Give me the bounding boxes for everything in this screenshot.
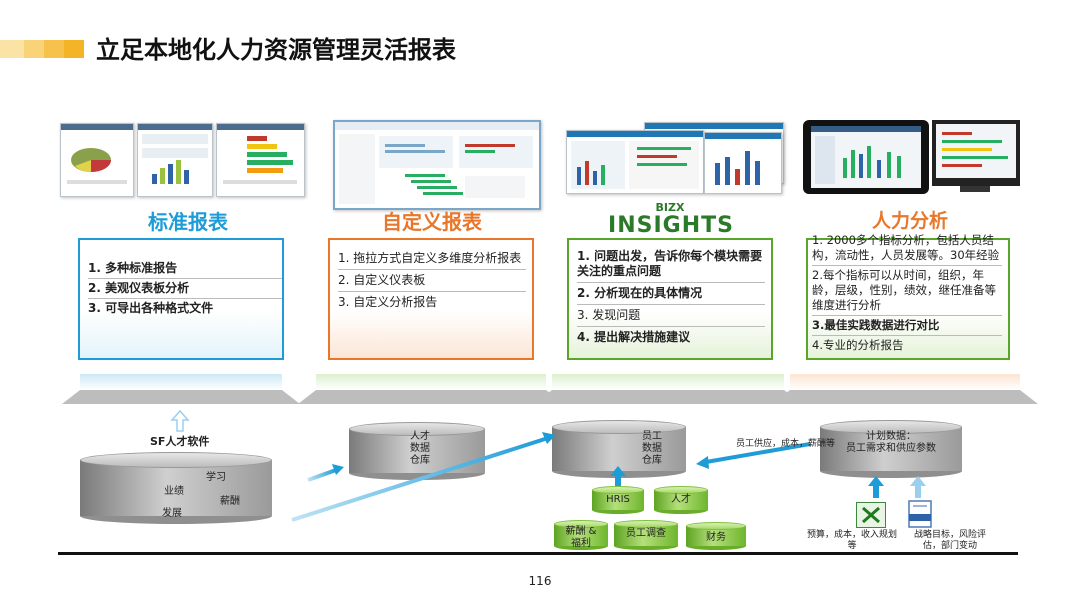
sf-cylinder [80, 452, 272, 524]
glow-strip [316, 374, 546, 390]
report-screenshot [216, 123, 305, 197]
sf-module: 业绩 [164, 486, 184, 497]
shelf-shadows [62, 390, 1038, 404]
insights-screenshot [566, 130, 704, 194]
list-item: 3. 可导出各种格式文件 [88, 301, 214, 315]
page-title: 立足本地化人力资源管理灵活报表 [96, 36, 456, 64]
list-item: 2. 美观仪表板分析 [88, 279, 282, 299]
tablet-image [803, 120, 929, 194]
hris-cylinder [592, 486, 644, 514]
plan-data-title: 计划数据： [866, 431, 916, 442]
compensation-label: 薪酬 & 福利 [565, 526, 597, 549]
list-item: 1. 问题出发，告诉你每个模块需要关注的重点问题 [577, 248, 765, 283]
employee-survey-cylinder [614, 520, 678, 550]
list-item: 2. 自定义仪表板 [338, 270, 526, 292]
heading-hr-analytics: 人力分析 [871, 210, 948, 232]
budget-caption: 预算，成本，收入规划等 [806, 530, 897, 551]
title-bar-segment [64, 40, 84, 58]
hris-label: HRIS [606, 494, 630, 505]
list-item: 4.专业的分析报告 [812, 338, 904, 352]
hr-analytics-box: 1. 2000多个指标分析，包括人员结构，流动性，人员发展等。30年经验 2.每… [806, 233, 1010, 360]
heading-standard-report: 标准报表 [148, 210, 228, 234]
strategy-caption: 战略目标，风险评估，部门变动 [913, 530, 986, 551]
title-bar-segment [0, 40, 24, 58]
employee-survey-label: 员工调查 [626, 528, 666, 539]
finance-label: 财务 [706, 532, 726, 543]
title-bar-segment [24, 40, 44, 58]
heading-custom-report: 自定义报表 [382, 210, 482, 234]
heading-bizx: BIZX [655, 201, 685, 214]
title-bar-segment [44, 40, 64, 58]
plan-data-cylinder [820, 420, 962, 478]
page-number: 116 [528, 574, 552, 588]
report-screenshot [60, 123, 134, 197]
monitor-image [932, 120, 1020, 186]
sf-module: 学习 [206, 472, 226, 483]
finance-cylinder [686, 522, 746, 550]
dashboard-screenshot [333, 120, 541, 210]
list-item: 4. 提出解决措施建议 [577, 330, 691, 344]
employee-warehouse-cylinder [552, 420, 686, 478]
sf-module: 发展 [162, 508, 182, 519]
list-item: 1. 拖拉方式自定义多维度分析报表 [338, 250, 526, 270]
insights-box: 1. 问题出发，告诉你每个模块需要关注的重点问题 2. 分析现在的具体情况 3.… [567, 238, 773, 360]
supply-cost-label: 员工供应，成本，薪酬等 [736, 439, 836, 449]
up-arrow-icon [170, 410, 190, 432]
list-item: 1. 2000多个指标分析，包括人员结构，流动性，人员发展等。30年经验 [812, 232, 1002, 266]
talent-source-label: 人才 [671, 494, 691, 505]
list-item: 2.每个指标可以从时间，组织，年龄，层级，性别，绩效，继任准备等维度进行分析 [812, 266, 1002, 316]
compensation-cylinder [554, 520, 608, 550]
custom-report-box: 1. 拖拉方式自定义多维度分析报表 2. 自定义仪表板 3. 自定义分析报告 [328, 238, 534, 360]
standard-report-box: 1. 多种标准报告 2. 美观仪表板分析 3. 可导出各种格式文件 [78, 238, 284, 360]
heading-insights: INSIGHTS [608, 213, 734, 238]
excel-icon [856, 502, 886, 528]
sf-module: 薪酬 [220, 496, 240, 507]
talent-warehouse-label: 人才 数据 仓库 [410, 431, 430, 466]
sf-label: SF人才软件 [150, 435, 210, 448]
glow-strip [552, 374, 784, 390]
base-line [58, 552, 1018, 555]
list-item: 3.最佳实践数据进行对比 [812, 316, 1002, 336]
employee-warehouse-label: 员工 数据 仓库 [642, 431, 662, 466]
list-item: 3. 发现问题 [577, 305, 765, 327]
report-screenshot [137, 123, 213, 197]
glow-strip [790, 374, 1020, 390]
document-icon [908, 500, 932, 528]
insights-screenshot [704, 132, 782, 194]
talent-source-cylinder [654, 486, 708, 514]
list-item: 2. 分析现在的具体情况 [577, 283, 765, 305]
flow-arrows [291, 432, 926, 522]
list-item: 3. 自定义分析报告 [338, 295, 438, 309]
glow-strip [80, 374, 282, 390]
list-item: 1. 多种标准报告 [88, 260, 282, 279]
plan-data-subtitle: 员工需求和供应参数 [846, 443, 936, 454]
monitor-stand [960, 186, 990, 192]
